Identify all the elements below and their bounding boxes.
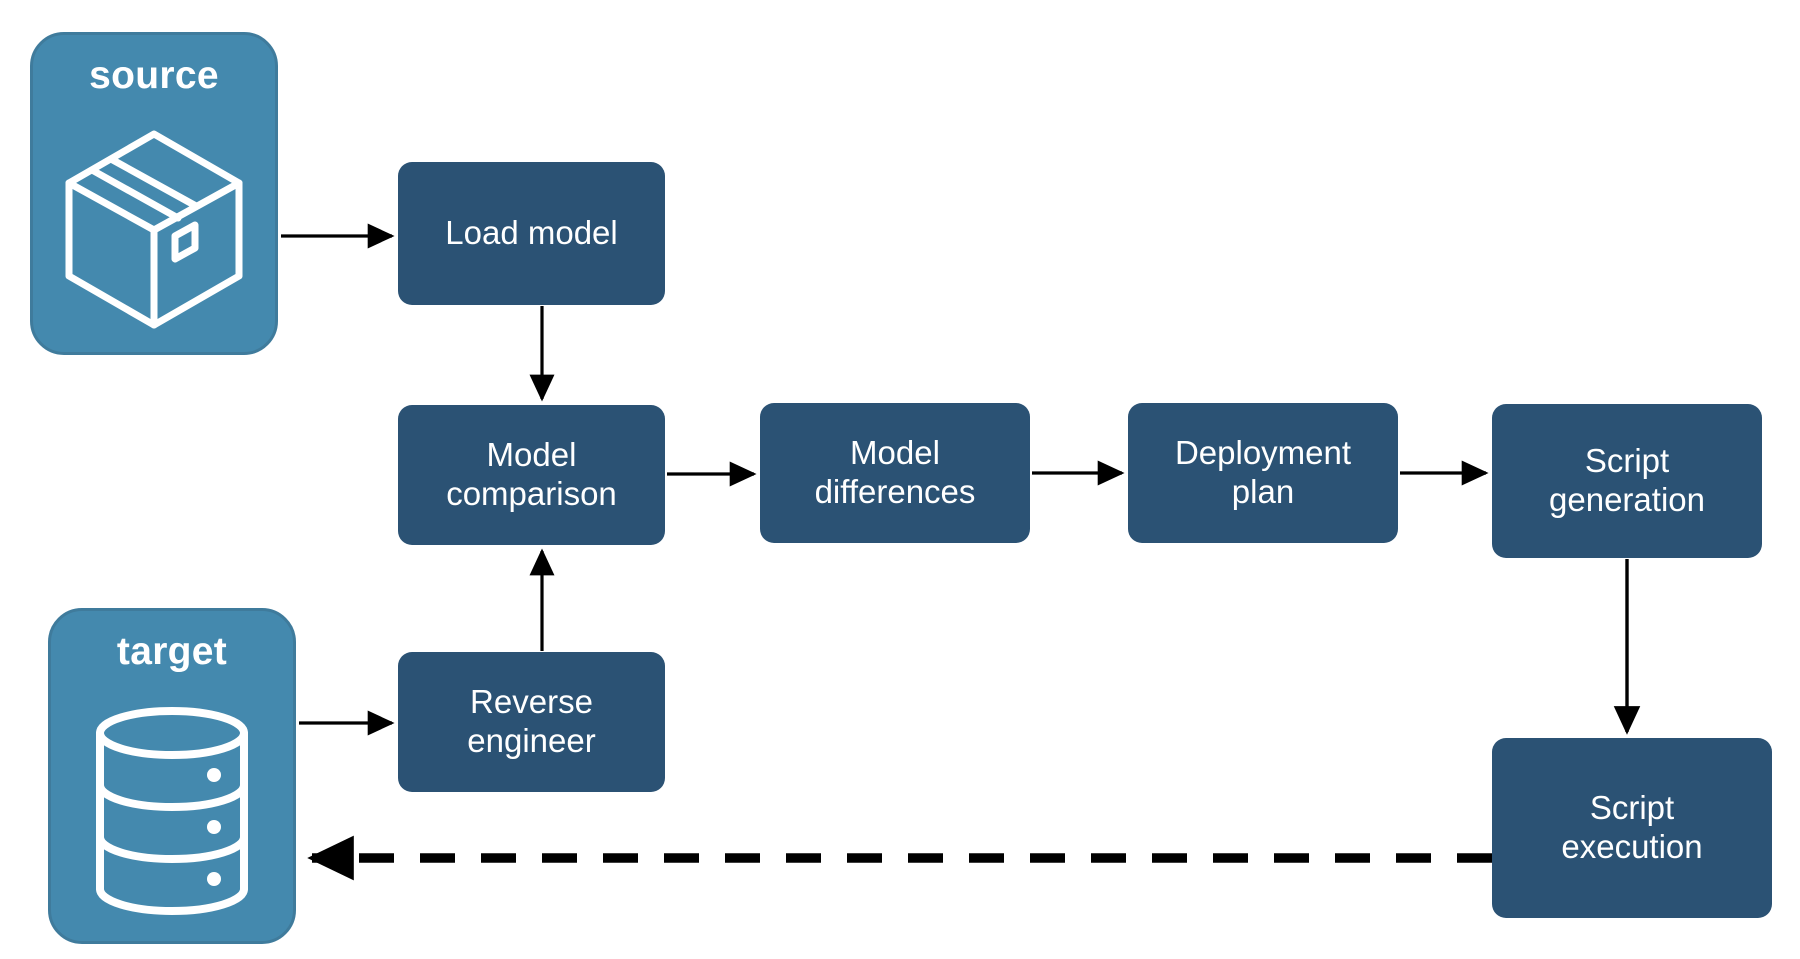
process-script-generation[interactable]: Script generation (1492, 404, 1762, 558)
endpoint-target[interactable]: target (48, 608, 296, 944)
endpoint-source[interactable]: source (30, 32, 278, 355)
process-model-comparison[interactable]: Model comparison (398, 405, 665, 545)
database-cylinder-icon (51, 681, 293, 941)
process-deployment-plan[interactable]: Deployment plan (1128, 403, 1398, 543)
endpoint-target-label: target (116, 630, 228, 673)
process-model-comparison-label: Model comparison (446, 436, 617, 512)
process-script-execution[interactable]: Script execution (1492, 738, 1772, 918)
process-script-execution-label: Script execution (1561, 789, 1703, 865)
process-deployment-plan-label: Deployment plan (1174, 434, 1352, 510)
process-load-model-label: Load model (445, 214, 618, 252)
process-model-differences[interactable]: Model differences (760, 403, 1030, 543)
process-script-generation-label: Script generation (1549, 442, 1705, 518)
process-reverse-engineer[interactable]: Reverse engineer (398, 652, 665, 792)
process-load-model[interactable]: Load model (398, 162, 665, 305)
process-model-differences-label: Model differences (814, 434, 976, 510)
endpoint-source-label: source (89, 54, 219, 97)
package-box-icon (33, 105, 275, 352)
process-reverse-engineer-label: Reverse engineer (467, 683, 596, 759)
